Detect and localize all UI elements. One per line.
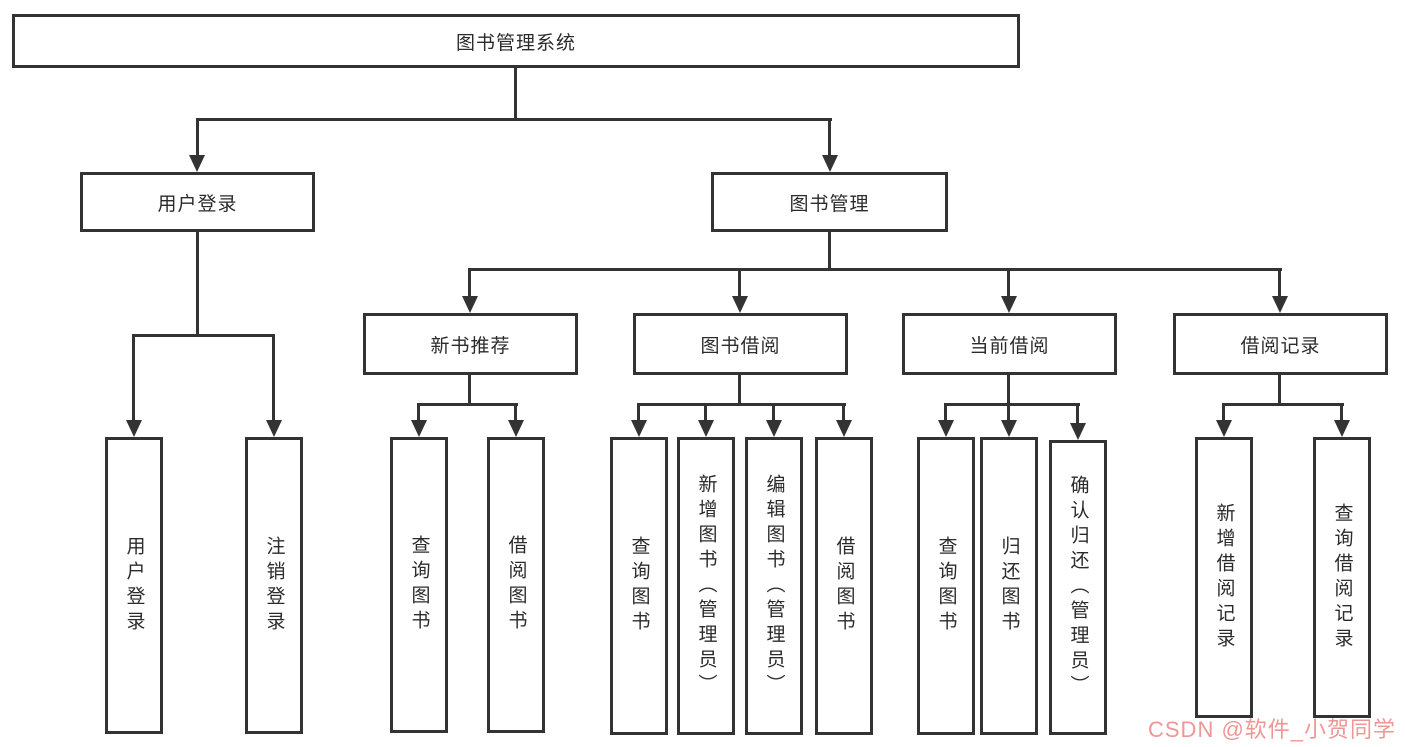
connector-line bbox=[1340, 403, 1343, 422]
connector-line bbox=[828, 232, 831, 270]
leaf-records-query-record: 查询借阅记录 bbox=[1313, 437, 1371, 718]
connector-line bbox=[196, 118, 199, 156]
arrow-down-icon bbox=[1070, 423, 1086, 440]
connector-line bbox=[1222, 403, 1344, 406]
connector-line bbox=[1007, 268, 1010, 298]
arrow-down-icon bbox=[938, 420, 954, 437]
arrow-down-icon bbox=[1272, 296, 1288, 313]
connector-line bbox=[417, 403, 518, 406]
node-user-login: 用户登录 bbox=[80, 172, 315, 232]
leaf-borrow-borrow-books: 借阅图书 bbox=[815, 437, 873, 735]
arrow-down-icon bbox=[266, 420, 282, 437]
leaf-recommend-query-books: 查询图书 bbox=[390, 437, 448, 733]
arrow-down-icon bbox=[631, 420, 647, 437]
leaf-logout: 注销登录 bbox=[245, 437, 303, 734]
connector-line bbox=[772, 403, 775, 422]
connector-line bbox=[132, 334, 135, 420]
arrow-down-icon bbox=[508, 420, 524, 437]
leaf-records-add-record: 新增借阅记录 bbox=[1195, 437, 1253, 718]
arrow-down-icon bbox=[732, 296, 748, 313]
connector-line bbox=[842, 403, 845, 422]
leaf-current-return-books: 归还图书 bbox=[980, 437, 1038, 735]
arrow-down-icon bbox=[189, 155, 205, 172]
node-book-management: 图书管理 bbox=[711, 172, 948, 232]
node-borrow-records: 借阅记录 bbox=[1173, 313, 1388, 375]
arrow-down-icon bbox=[411, 420, 427, 437]
connector-line bbox=[272, 334, 275, 420]
watermark: CSDN @软件_小贺同学 bbox=[1148, 717, 1397, 742]
leaf-recommend-borrow-books: 借阅图书 bbox=[487, 437, 545, 733]
arrow-down-icon bbox=[1216, 420, 1232, 437]
connector-line bbox=[514, 403, 517, 422]
arrow-down-icon bbox=[1334, 420, 1350, 437]
arrow-down-icon bbox=[836, 420, 852, 437]
arrow-down-icon bbox=[698, 420, 714, 437]
connector-line bbox=[468, 268, 1282, 271]
node-root: 图书管理系统 bbox=[12, 14, 1020, 68]
connector-line bbox=[417, 403, 420, 422]
arrow-down-icon bbox=[462, 296, 478, 313]
node-book-borrow: 图书借阅 bbox=[633, 313, 848, 375]
arrow-down-icon bbox=[1001, 420, 1017, 437]
leaf-user-login: 用户登录 bbox=[105, 437, 163, 734]
connector-line bbox=[637, 403, 640, 422]
connector-line bbox=[514, 68, 517, 119]
connector-line bbox=[468, 375, 471, 405]
arrow-down-icon bbox=[766, 420, 782, 437]
node-current-borrow: 当前借阅 bbox=[902, 313, 1117, 375]
connector-line bbox=[1278, 268, 1281, 298]
connector-line bbox=[944, 403, 1080, 406]
connector-line bbox=[1076, 403, 1079, 425]
connector-line bbox=[132, 334, 275, 337]
connector-line bbox=[738, 375, 741, 405]
connector-line bbox=[196, 232, 199, 336]
leaf-borrow-query-books: 查询图书 bbox=[610, 437, 668, 735]
connector-line bbox=[1278, 375, 1281, 405]
connector-line bbox=[704, 403, 707, 422]
arrow-down-icon bbox=[126, 420, 142, 437]
node-new-book-recommend: 新书推荐 bbox=[363, 313, 578, 375]
connector-line bbox=[196, 118, 832, 121]
leaf-current-confirm-return-admin: 确认归还（管理员） bbox=[1049, 440, 1107, 735]
connector-line bbox=[828, 118, 831, 156]
connector-line bbox=[468, 268, 471, 298]
arrow-down-icon bbox=[1001, 296, 1017, 313]
connector-line bbox=[1007, 403, 1010, 422]
connector-line bbox=[738, 268, 741, 298]
connector-line bbox=[944, 403, 947, 422]
connector-line bbox=[637, 403, 846, 406]
leaf-current-query-books: 查询图书 bbox=[917, 437, 975, 735]
leaf-borrow-edit-books-admin: 编辑图书（管理员） bbox=[745, 437, 803, 735]
arrow-down-icon bbox=[822, 155, 838, 172]
connector-line bbox=[1007, 375, 1010, 405]
connector-line bbox=[1222, 403, 1225, 422]
leaf-borrow-add-books-admin: 新增图书（管理员） bbox=[677, 437, 735, 735]
